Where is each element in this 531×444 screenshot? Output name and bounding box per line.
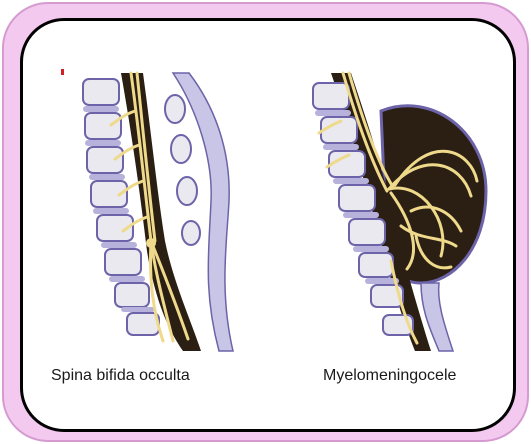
- spina-bifida-occulta-figure: Spina bifida occulta: [23, 21, 271, 429]
- occulta-cord-end: [146, 238, 156, 248]
- illustration-panel: Spina bifida occulta: [20, 18, 516, 432]
- occulta-processes: [165, 95, 200, 245]
- caption-myelomeningocele: Myelomeningocele: [323, 367, 456, 385]
- caption-occulta: Spina bifida occulta: [51, 367, 190, 385]
- myelomeningocele-figure: Myelomeningocele: [271, 21, 516, 429]
